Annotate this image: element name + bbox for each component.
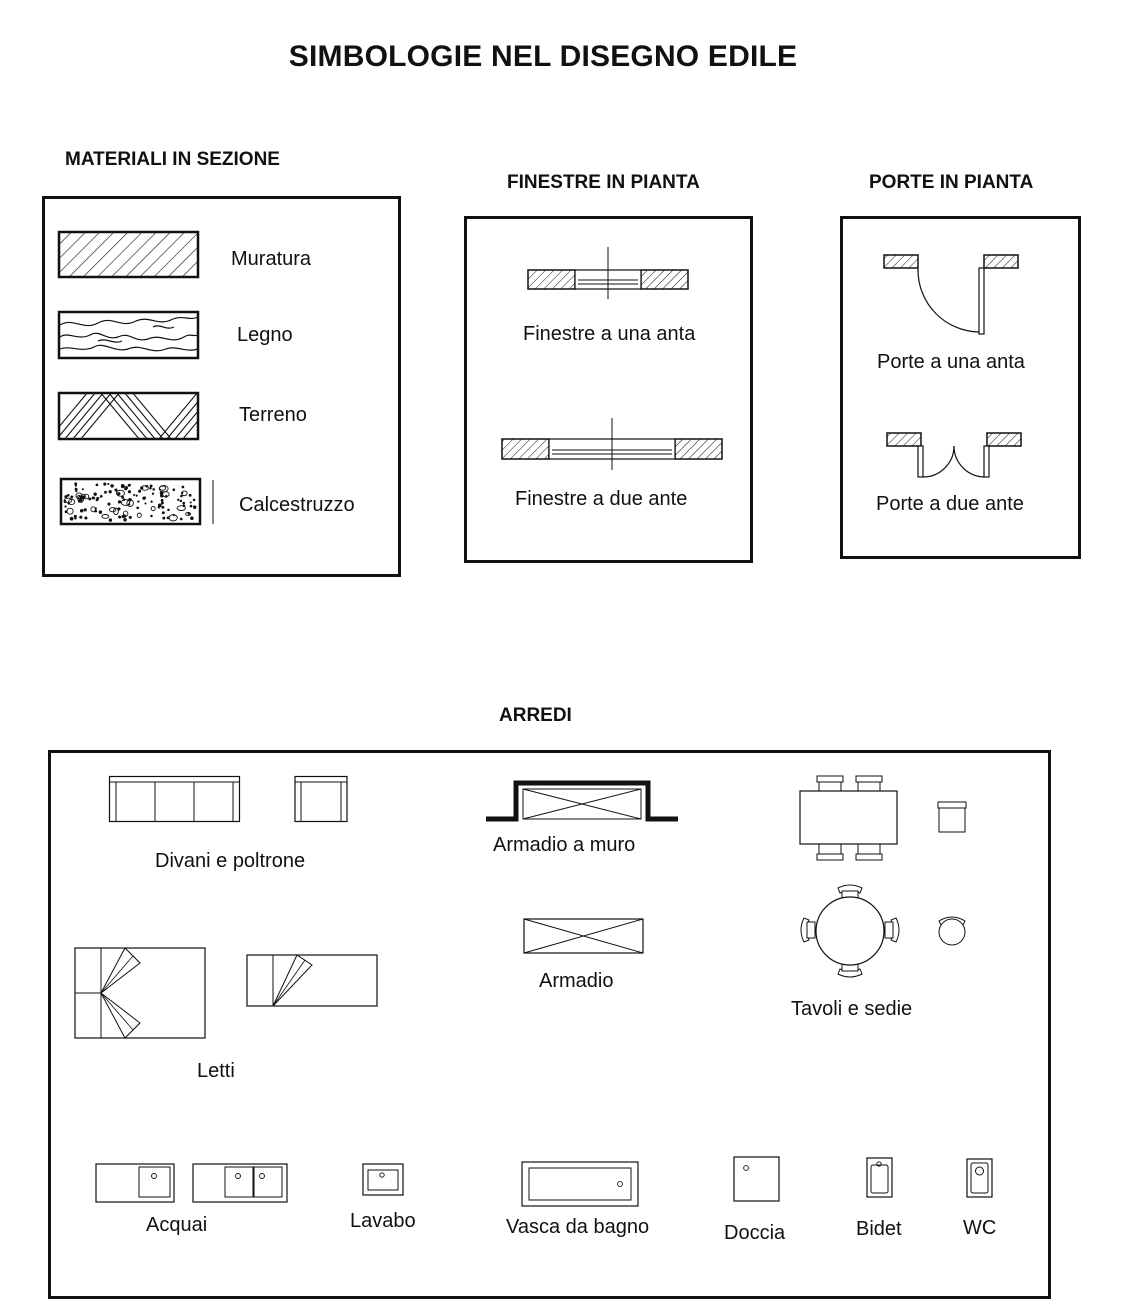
tavolo-rettangolare-symbol [799, 775, 967, 861]
doccia-symbol [733, 1156, 780, 1202]
materiali-panel [42, 196, 401, 577]
porta-due-ante-label: Porte a due ante [876, 493, 1024, 515]
legno-label: Legno [237, 324, 293, 346]
lavabo-symbol [362, 1163, 404, 1196]
bidet-symbol [866, 1157, 893, 1198]
vasca-symbol [521, 1161, 639, 1207]
finestre-panel [464, 216, 753, 563]
letto-matrimoniale-symbol [74, 947, 378, 1039]
letto-singolo-symbol [246, 954, 378, 1007]
sedia-rotonda-symbol [938, 916, 966, 946]
lavabo-label: Lavabo [350, 1210, 416, 1232]
doccia-label: Doccia [724, 1222, 786, 1244]
letti-label: Letti [197, 1060, 235, 1082]
page-title: SIMBOLOGIE NEL DISEGNO EDILE [288, 40, 798, 73]
arredi-panel [48, 750, 1051, 1299]
divani-label: Divani e poltrone [155, 850, 306, 872]
porta-una-anta-symbol [883, 254, 1019, 335]
divano-symbol [108, 775, 348, 823]
porte-heading: PORTE IN PIANTA [869, 172, 1034, 193]
acquaio-singolo-symbol [95, 1163, 288, 1203]
armadio-symbol [523, 918, 644, 954]
acquai-label: Acquai [146, 1214, 208, 1236]
terreno-swatch [57, 391, 200, 441]
vasca-label: Vasca da bagno [506, 1216, 650, 1238]
bidet-label: Bidet [856, 1218, 902, 1240]
armadio-a-muro-label: Armadio a muro [493, 834, 636, 856]
porta-due-ante-symbol [886, 432, 1022, 478]
tavolo-rotondo-symbol [800, 884, 966, 978]
finestra-due-ante-symbol [501, 418, 723, 470]
wc-symbol [966, 1158, 993, 1198]
wc-label: WC [963, 1217, 997, 1239]
arredi-heading: ARREDI [499, 705, 572, 726]
tavoli-label: Tavoli e sedie [791, 998, 913, 1020]
muratura-swatch [57, 230, 200, 279]
calcestruzzo-label: Calcestruzzo [239, 494, 355, 516]
terreno-label: Terreno [239, 404, 307, 426]
calcestruzzo-swatch [59, 477, 214, 526]
poltrona-symbol [294, 775, 348, 823]
porte-panel [840, 216, 1081, 559]
porta-una-anta-label: Porte a una anta [877, 351, 1025, 373]
finestra-due-ante-label: Finestre a due ante [515, 488, 688, 510]
armadio-a-muro-symbol [486, 780, 678, 822]
muratura-label: Muratura [231, 248, 312, 270]
finestre-heading: FINESTRE IN PIANTA [507, 172, 700, 193]
finestra-una-anta-symbol [527, 247, 689, 299]
sedia-symbol [937, 801, 967, 833]
acquaio-doppio-symbol [192, 1163, 288, 1203]
armadio-label: Armadio [539, 970, 614, 992]
finestra-una-anta-label: Finestre a una anta [523, 323, 696, 345]
materiali-heading: MATERIALI IN SEZIONE [65, 149, 280, 170]
legno-swatch [57, 310, 200, 360]
